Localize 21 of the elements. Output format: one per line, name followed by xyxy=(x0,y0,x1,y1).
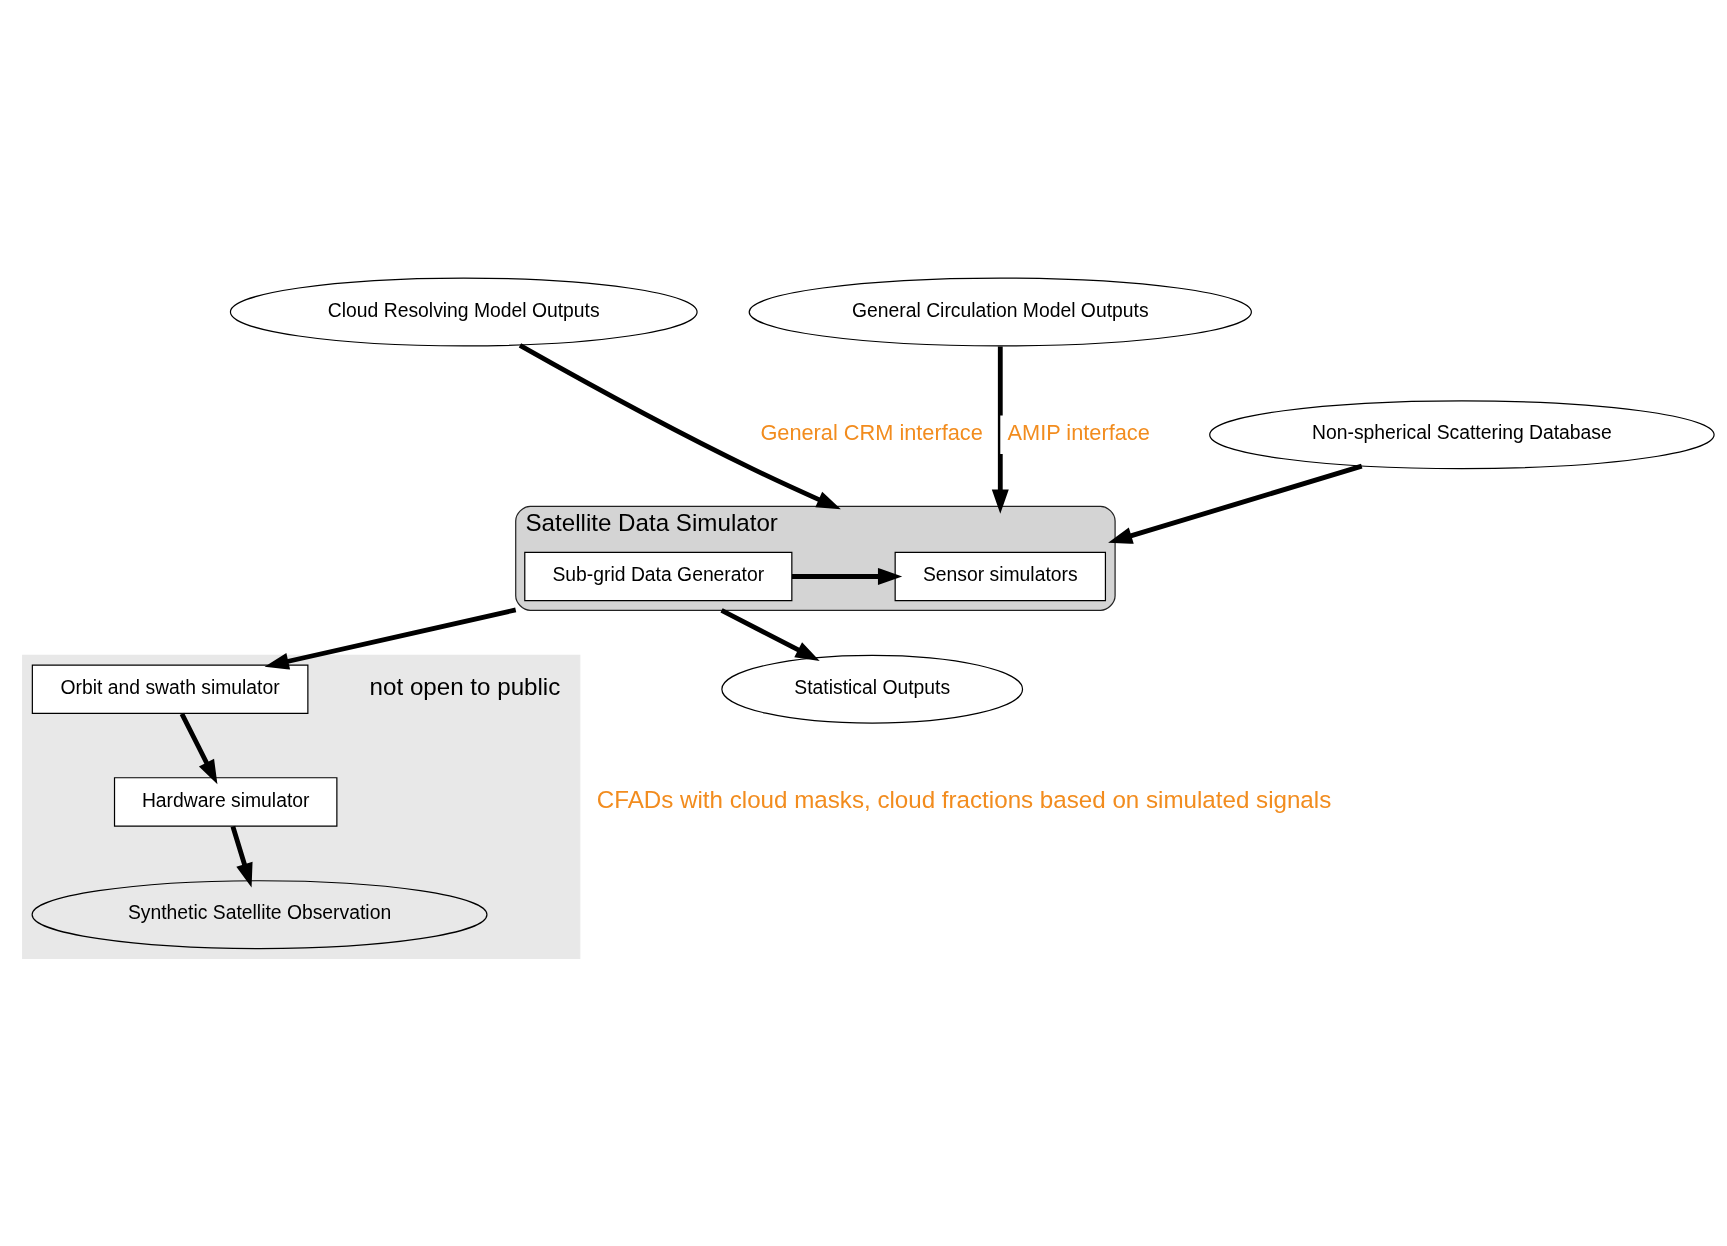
node-box: Sensor simulators xyxy=(894,551,1107,602)
arrow xyxy=(179,712,218,785)
node-ellipse: Cloud Resolving Model Outputs xyxy=(229,277,698,347)
arrow xyxy=(230,825,253,888)
arrow xyxy=(720,608,820,661)
edge-label: General CRM interface xyxy=(760,420,983,446)
node-label: not open to public xyxy=(369,673,561,701)
arrow xyxy=(518,343,841,510)
arrow xyxy=(791,568,903,585)
node-box: Orbit and swath simulator xyxy=(31,664,309,714)
edge-label: AMIP interface xyxy=(1007,420,1150,446)
node-label: CFADs with cloud masks, cloud fractions based on simulated signals xyxy=(596,785,1332,813)
node-ellipse: Statistical Outputs xyxy=(721,654,1024,724)
node-box: Hardware simulator xyxy=(113,777,338,827)
arrow xyxy=(264,607,517,670)
node-ellipse: General Circulation Model Outputs xyxy=(748,277,1252,347)
node-ellipse: Synthetic Satellite Observation xyxy=(31,880,488,950)
arrow xyxy=(991,346,1009,514)
node-box: Sub-grid Data Generator xyxy=(524,551,793,602)
arrow xyxy=(1108,463,1363,544)
node-ellipse: Non-spherical Scattering Database xyxy=(1209,400,1715,470)
